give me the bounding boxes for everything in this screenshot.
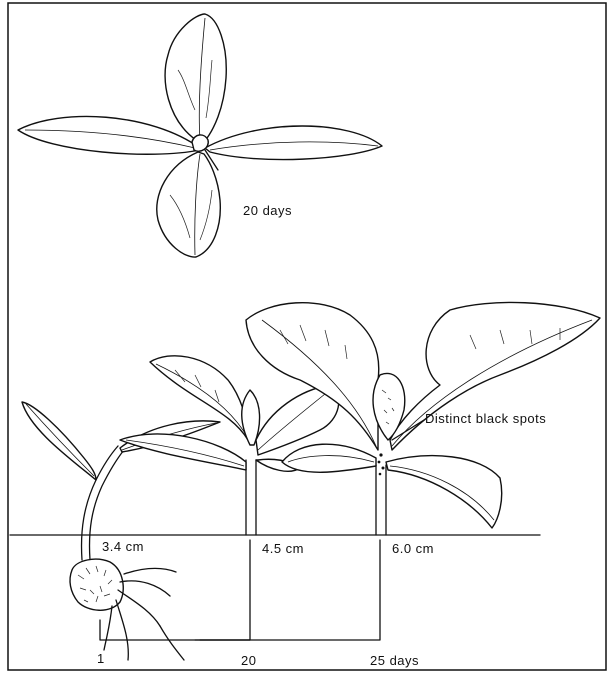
axis-label-day-1: 1	[97, 651, 105, 666]
height-label-3: 6.0 cm	[392, 541, 434, 556]
top-seedling-label: 20 days	[243, 203, 292, 218]
height-label-1: 3.4 cm	[102, 539, 144, 554]
height-label-2: 4.5 cm	[262, 541, 304, 556]
top-seedling	[18, 14, 382, 257]
black-spots-label: Distinct black spots	[425, 411, 546, 426]
axis-label-day-20: 20	[241, 653, 256, 668]
timeline	[100, 540, 380, 640]
axis-label-day-25: 25 days	[370, 653, 419, 668]
